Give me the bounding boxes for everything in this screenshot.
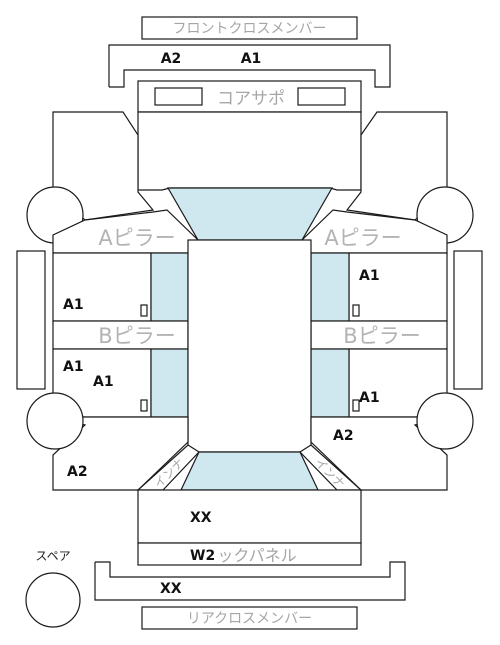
hood-part [137,111,362,191]
left-front-door-handle [140,304,148,317]
windshield [166,187,334,241]
front-cross-member-box [141,16,358,40]
right-front-door-grade: A1 [359,268,380,284]
trunk-part [137,489,362,544]
spare-label: スペア [35,549,70,563]
spare-tire [25,572,81,628]
front-member-left-grade: A2 [161,51,182,67]
right-rear-window [310,348,350,418]
left-rear-door-grade-1: A1 [63,359,84,375]
rear-cross-member-part [94,561,406,601]
left-b-pillar-label: Bピラー [98,324,175,348]
left-rear-window [150,348,189,418]
rear-member-grade: XX [160,581,182,597]
left-a-pillar-label: Aピラー [98,226,175,250]
rear-cross-member-label: リアクロスメンバー [187,611,312,627]
core-support-label: コアサポ [217,89,285,109]
right-headlight [297,87,346,106]
right-front-door-handle [352,304,360,317]
left-rear-door-handle [140,399,148,412]
rear-window [180,451,319,491]
left-rear-door-grade-2: A1 [93,374,114,390]
back-panel-part [137,542,362,566]
trunk-grade: XX [190,510,212,526]
back-panel-grade: W2 [190,548,215,564]
left-quarter-grade: A2 [67,464,88,480]
right-quarter-grade: A2 [333,428,354,444]
right-front-door [348,252,448,322]
core-support-part [137,80,362,113]
front-cross-member-part [108,44,391,88]
back-panel-label: ックパネル [217,546,296,565]
roof-part [187,239,312,453]
front-cross-member-label: フロントクロスメンバー [173,21,327,37]
left-front-door [52,252,152,322]
left-front-window [150,252,189,322]
left-headlight [154,87,203,106]
right-rear-door-grade: A1 [359,390,380,406]
front-member-right-grade: A1 [241,51,262,67]
right-rear-door-handle [352,399,360,412]
right-rocker-panel [453,250,483,390]
right-rear-wheel [416,392,474,450]
left-rear-wheel [26,392,84,450]
right-a-pillar-label: Aピラー [324,226,401,250]
right-b-pillar [310,320,448,350]
rear-cross-member-box [141,606,358,630]
left-rocker-panel [16,250,46,390]
right-b-pillar-label: Bピラー [343,324,420,348]
right-front-window [310,252,350,322]
left-front-door-grade: A1 [63,297,84,313]
